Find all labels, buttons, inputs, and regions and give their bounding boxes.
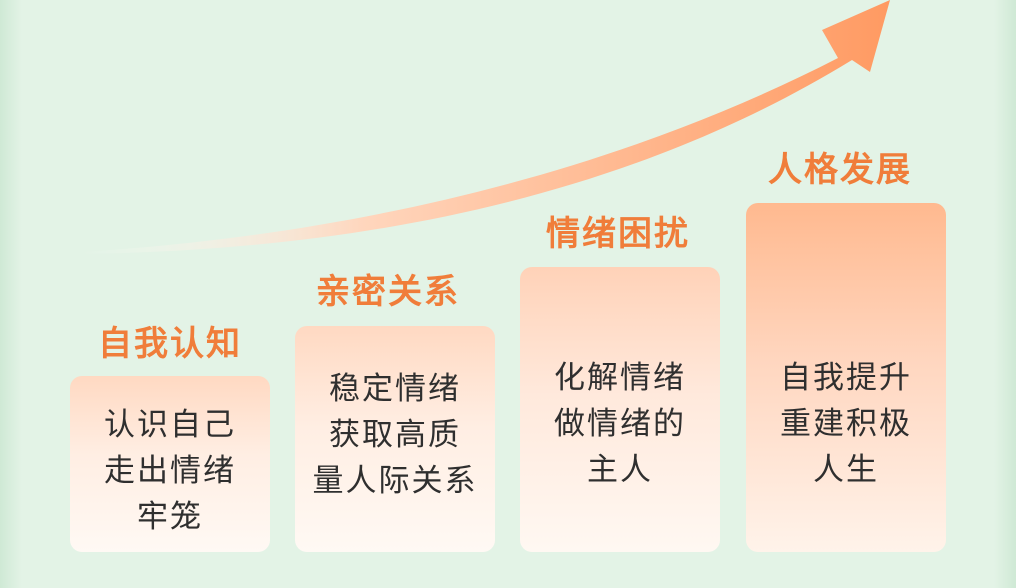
stage-title-intimate-relations: 亲密关系 <box>316 272 460 312</box>
stage-card-emotional-distress: 化解情绪 做情绪的 主人 <box>520 267 720 552</box>
stage-line: 做情绪的 <box>554 406 686 442</box>
stage-description: 稳定情绪 获取高质 量人际关系 <box>295 366 495 504</box>
stage-title-emotional-distress: 情绪困扰 <box>546 214 690 254</box>
stage-line: 获取高质 <box>329 417 461 453</box>
stage-line: 重建积极 <box>780 406 912 442</box>
stage-line: 化解情绪 <box>554 360 686 396</box>
stage-line: 走出情绪 <box>104 453 236 489</box>
stage-line: 自我提升 <box>780 360 912 396</box>
stage-description: 自我提升 重建积极 人生 <box>746 355 946 493</box>
stage-card-self-awareness: 认识自己 走出情绪 牢笼 <box>70 376 270 552</box>
stage-line: 牢笼 <box>137 499 203 535</box>
stage-line: 主人 <box>587 452 653 488</box>
stage-line: 量人际关系 <box>312 463 478 499</box>
stage-line: 稳定情绪 <box>329 371 461 407</box>
stage-title-personality-development: 人格发展 <box>768 150 912 190</box>
stage-description: 化解情绪 做情绪的 主人 <box>520 355 720 493</box>
stage-line: 认识自己 <box>104 407 236 443</box>
stage-card-personality-development: 自我提升 重建积极 人生 <box>746 203 946 552</box>
stage-title-self-awareness: 自我认知 <box>98 324 242 364</box>
stage-line: 人生 <box>813 452 879 488</box>
stage-card-intimate-relations: 稳定情绪 获取高质 量人际关系 <box>295 326 495 552</box>
stage-description: 认识自己 走出情绪 牢笼 <box>70 402 270 540</box>
